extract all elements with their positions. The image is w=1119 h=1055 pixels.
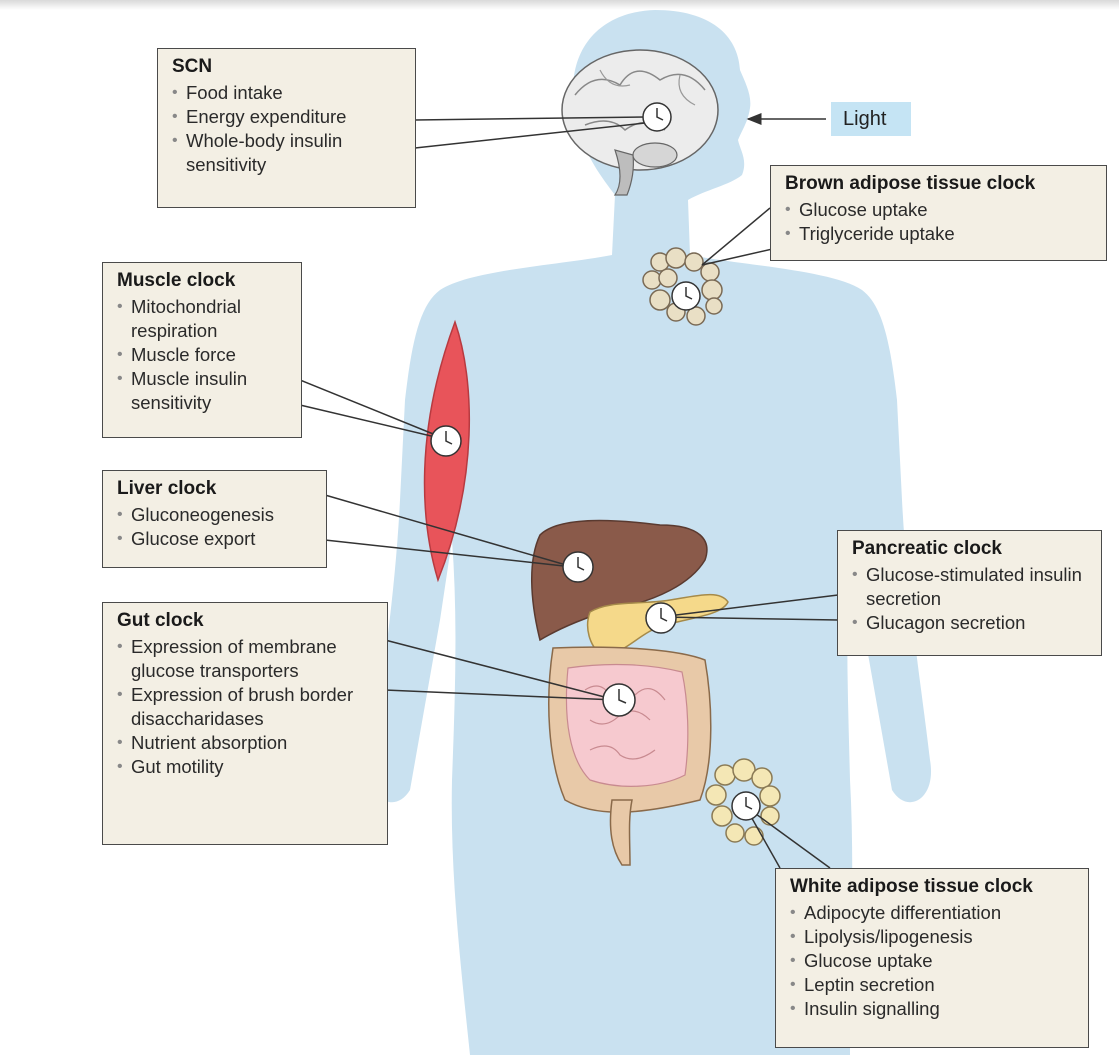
muscle-title: Muscle clock (117, 269, 291, 293)
list-item: Glucose uptake (790, 949, 1078, 973)
list-item: Muscle force (117, 343, 291, 367)
list-item: Lipolysis/lipogenesis (790, 925, 1078, 949)
list-item: Gluconeogenesis (117, 503, 316, 527)
clock-icon (603, 684, 635, 716)
muscle-box: Muscle clock Mitochondrial respiration M… (102, 262, 302, 438)
list-item: Glucose export (117, 527, 316, 551)
list-item: Insulin signalling (790, 997, 1078, 1021)
list-item: Muscle insulin sensitivity (117, 367, 291, 415)
scn-title: SCN (172, 55, 405, 79)
list-item: Expression of membrane glucose transport… (117, 635, 377, 683)
list-item: Glucose-stimulated insulin secretion (852, 563, 1091, 611)
liver-title: Liver clock (117, 477, 316, 501)
brown-adipose-title: Brown adipose tissue clock (785, 172, 1096, 196)
list-item: Whole-body insulin sensitivity (172, 129, 405, 177)
list-item: Glucose uptake (785, 198, 1096, 222)
muscle-list: Mitochondrial respiration Muscle force M… (117, 295, 291, 415)
liver-list: Gluconeogenesis Glucose export (117, 503, 316, 551)
white-adipose-box: White adipose tissue clock Adipocyte dif… (775, 868, 1089, 1048)
list-item: Mitochondrial respiration (117, 295, 291, 343)
list-item: Glucagon secretion (852, 611, 1091, 635)
brown-adipose-list: Glucose uptake Triglyceride uptake (785, 198, 1096, 246)
gut-list: Expression of membrane glucose transport… (117, 635, 377, 779)
clock-icon (732, 792, 760, 820)
gut-title: Gut clock (117, 609, 377, 633)
list-item: Triglyceride uptake (785, 222, 1096, 246)
scn-list: Food intake Energy expenditure Whole-bod… (172, 81, 405, 177)
list-item: Gut motility (117, 755, 377, 779)
clock-icon (672, 282, 700, 310)
list-item: Food intake (172, 81, 405, 105)
light-label: Light (831, 102, 911, 136)
list-item: Nutrient absorption (117, 731, 377, 755)
connector-brown-adipose (702, 208, 770, 265)
clock-icon (646, 603, 676, 633)
list-item: Energy expenditure (172, 105, 405, 129)
brown-adipose-box: Brown adipose tissue clock Glucose uptak… (770, 165, 1107, 261)
white-adipose-title: White adipose tissue clock (790, 875, 1078, 899)
clock-icon (563, 552, 593, 582)
gut-box: Gut clock Expression of membrane glucose… (102, 602, 388, 845)
list-item: Adipocyte differentiation (790, 901, 1078, 925)
pancreatic-box: Pancreatic clock Glucose-stimulated insu… (837, 530, 1102, 656)
pancreatic-title: Pancreatic clock (852, 537, 1091, 561)
scn-box: SCN Food intake Energy expenditure Whole… (157, 48, 416, 208)
clock-icon (431, 426, 461, 456)
clock-icon (643, 103, 671, 131)
pancreatic-list: Glucose-stimulated insulin secretion Glu… (852, 563, 1091, 635)
list-item: Leptin secretion (790, 973, 1078, 997)
liver-box: Liver clock Gluconeogenesis Glucose expo… (102, 470, 327, 568)
white-adipose-list: Adipocyte differentiation Lipolysis/lipo… (790, 901, 1078, 1021)
list-item: Expression of brush border disaccharidas… (117, 683, 377, 731)
